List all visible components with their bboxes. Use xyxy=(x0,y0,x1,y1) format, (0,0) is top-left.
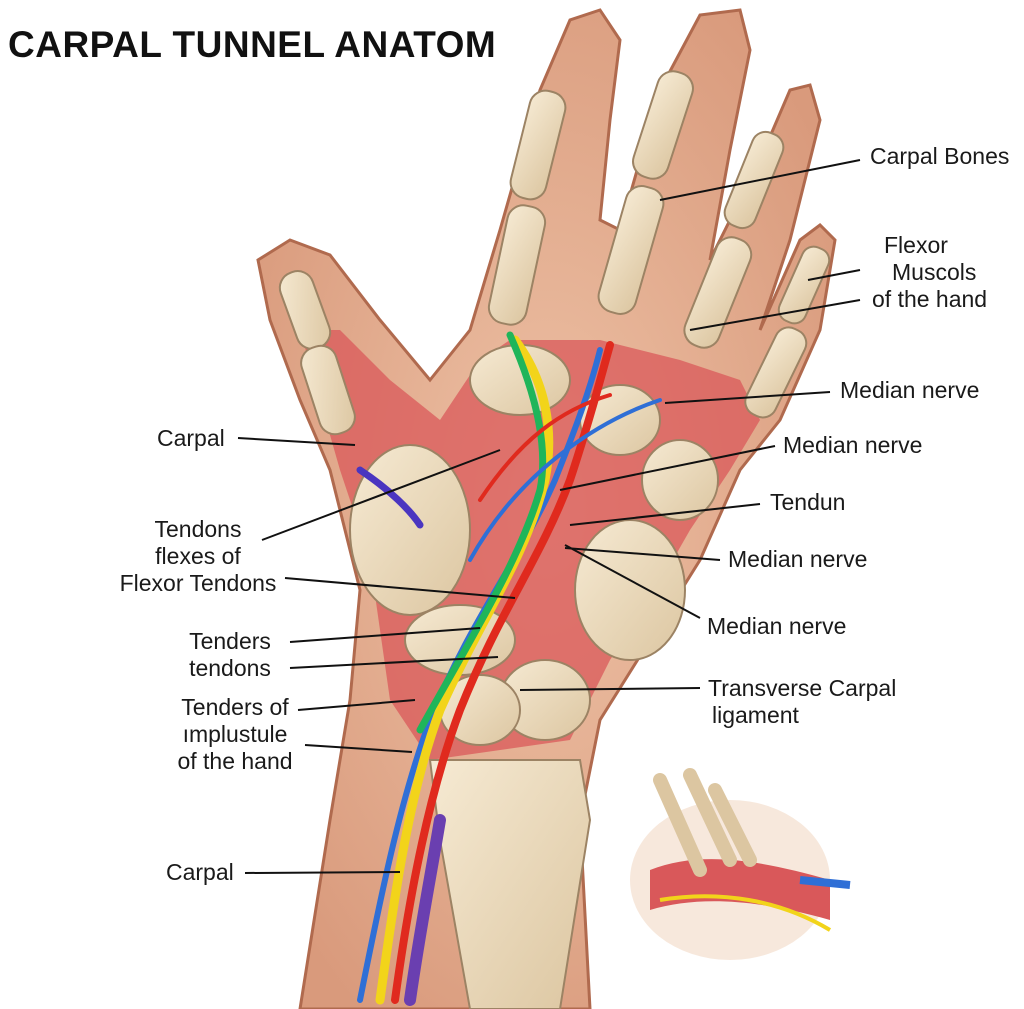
label-carpal-1: Carpal xyxy=(157,425,225,451)
label-tendons-flexes-line2: flexes of xyxy=(155,543,241,569)
label-tenders-tendons-line2: tendons xyxy=(189,655,271,681)
inset-illustration xyxy=(630,768,851,960)
label-median-nerve-3: Median nerve xyxy=(728,546,868,572)
label-median-nerve-1: Median nerve xyxy=(840,377,980,403)
label-tendons-flexes-line3: Flexor Tendons xyxy=(119,570,277,596)
label-flexor-muscols-line3: of the hand xyxy=(872,286,988,312)
label-carpal-bones: Carpal Bones xyxy=(870,143,1010,169)
label-flexor-muscols-line1: Flexor xyxy=(884,232,948,258)
label-tendun: Tendun xyxy=(770,489,846,515)
label-transverse-carpal: Transverse Carpal ligament xyxy=(708,675,896,729)
finger-bones xyxy=(278,70,831,436)
label-transverse-carpal-line2: ligament xyxy=(712,702,799,728)
label-tenders-of: Tenders of ımplustule of the hand xyxy=(160,694,310,775)
label-median-nerve-2: Median nerve xyxy=(783,432,923,458)
label-tenders-tendons: Tenders tendons xyxy=(175,628,285,682)
label-carpal-2: Carpal xyxy=(166,859,234,885)
label-flexor-muscols: Flexor Muscols of the hand xyxy=(872,232,1002,313)
label-tendons-flexes-line1: Tendons xyxy=(154,516,242,542)
label-tenders-tendons-line1: Tenders xyxy=(189,628,271,654)
label-flexor-muscols-line2: Muscols xyxy=(892,259,977,285)
label-tendons-flexes: Tendons flexes of Flexor Tendons xyxy=(100,516,296,597)
label-tenders-of-line2: ımplustule xyxy=(182,721,288,747)
label-transverse-carpal-line1: Transverse Carpal xyxy=(708,675,897,701)
label-median-nerve-4: Median nerve xyxy=(707,613,847,639)
leader-lines xyxy=(237,159,861,874)
diagram-title: CARPAL TUNNEL ANATOM xyxy=(8,24,497,65)
label-tenders-of-line1: Tenders of xyxy=(181,694,289,720)
label-tenders-of-line3: of the hand xyxy=(177,748,293,774)
